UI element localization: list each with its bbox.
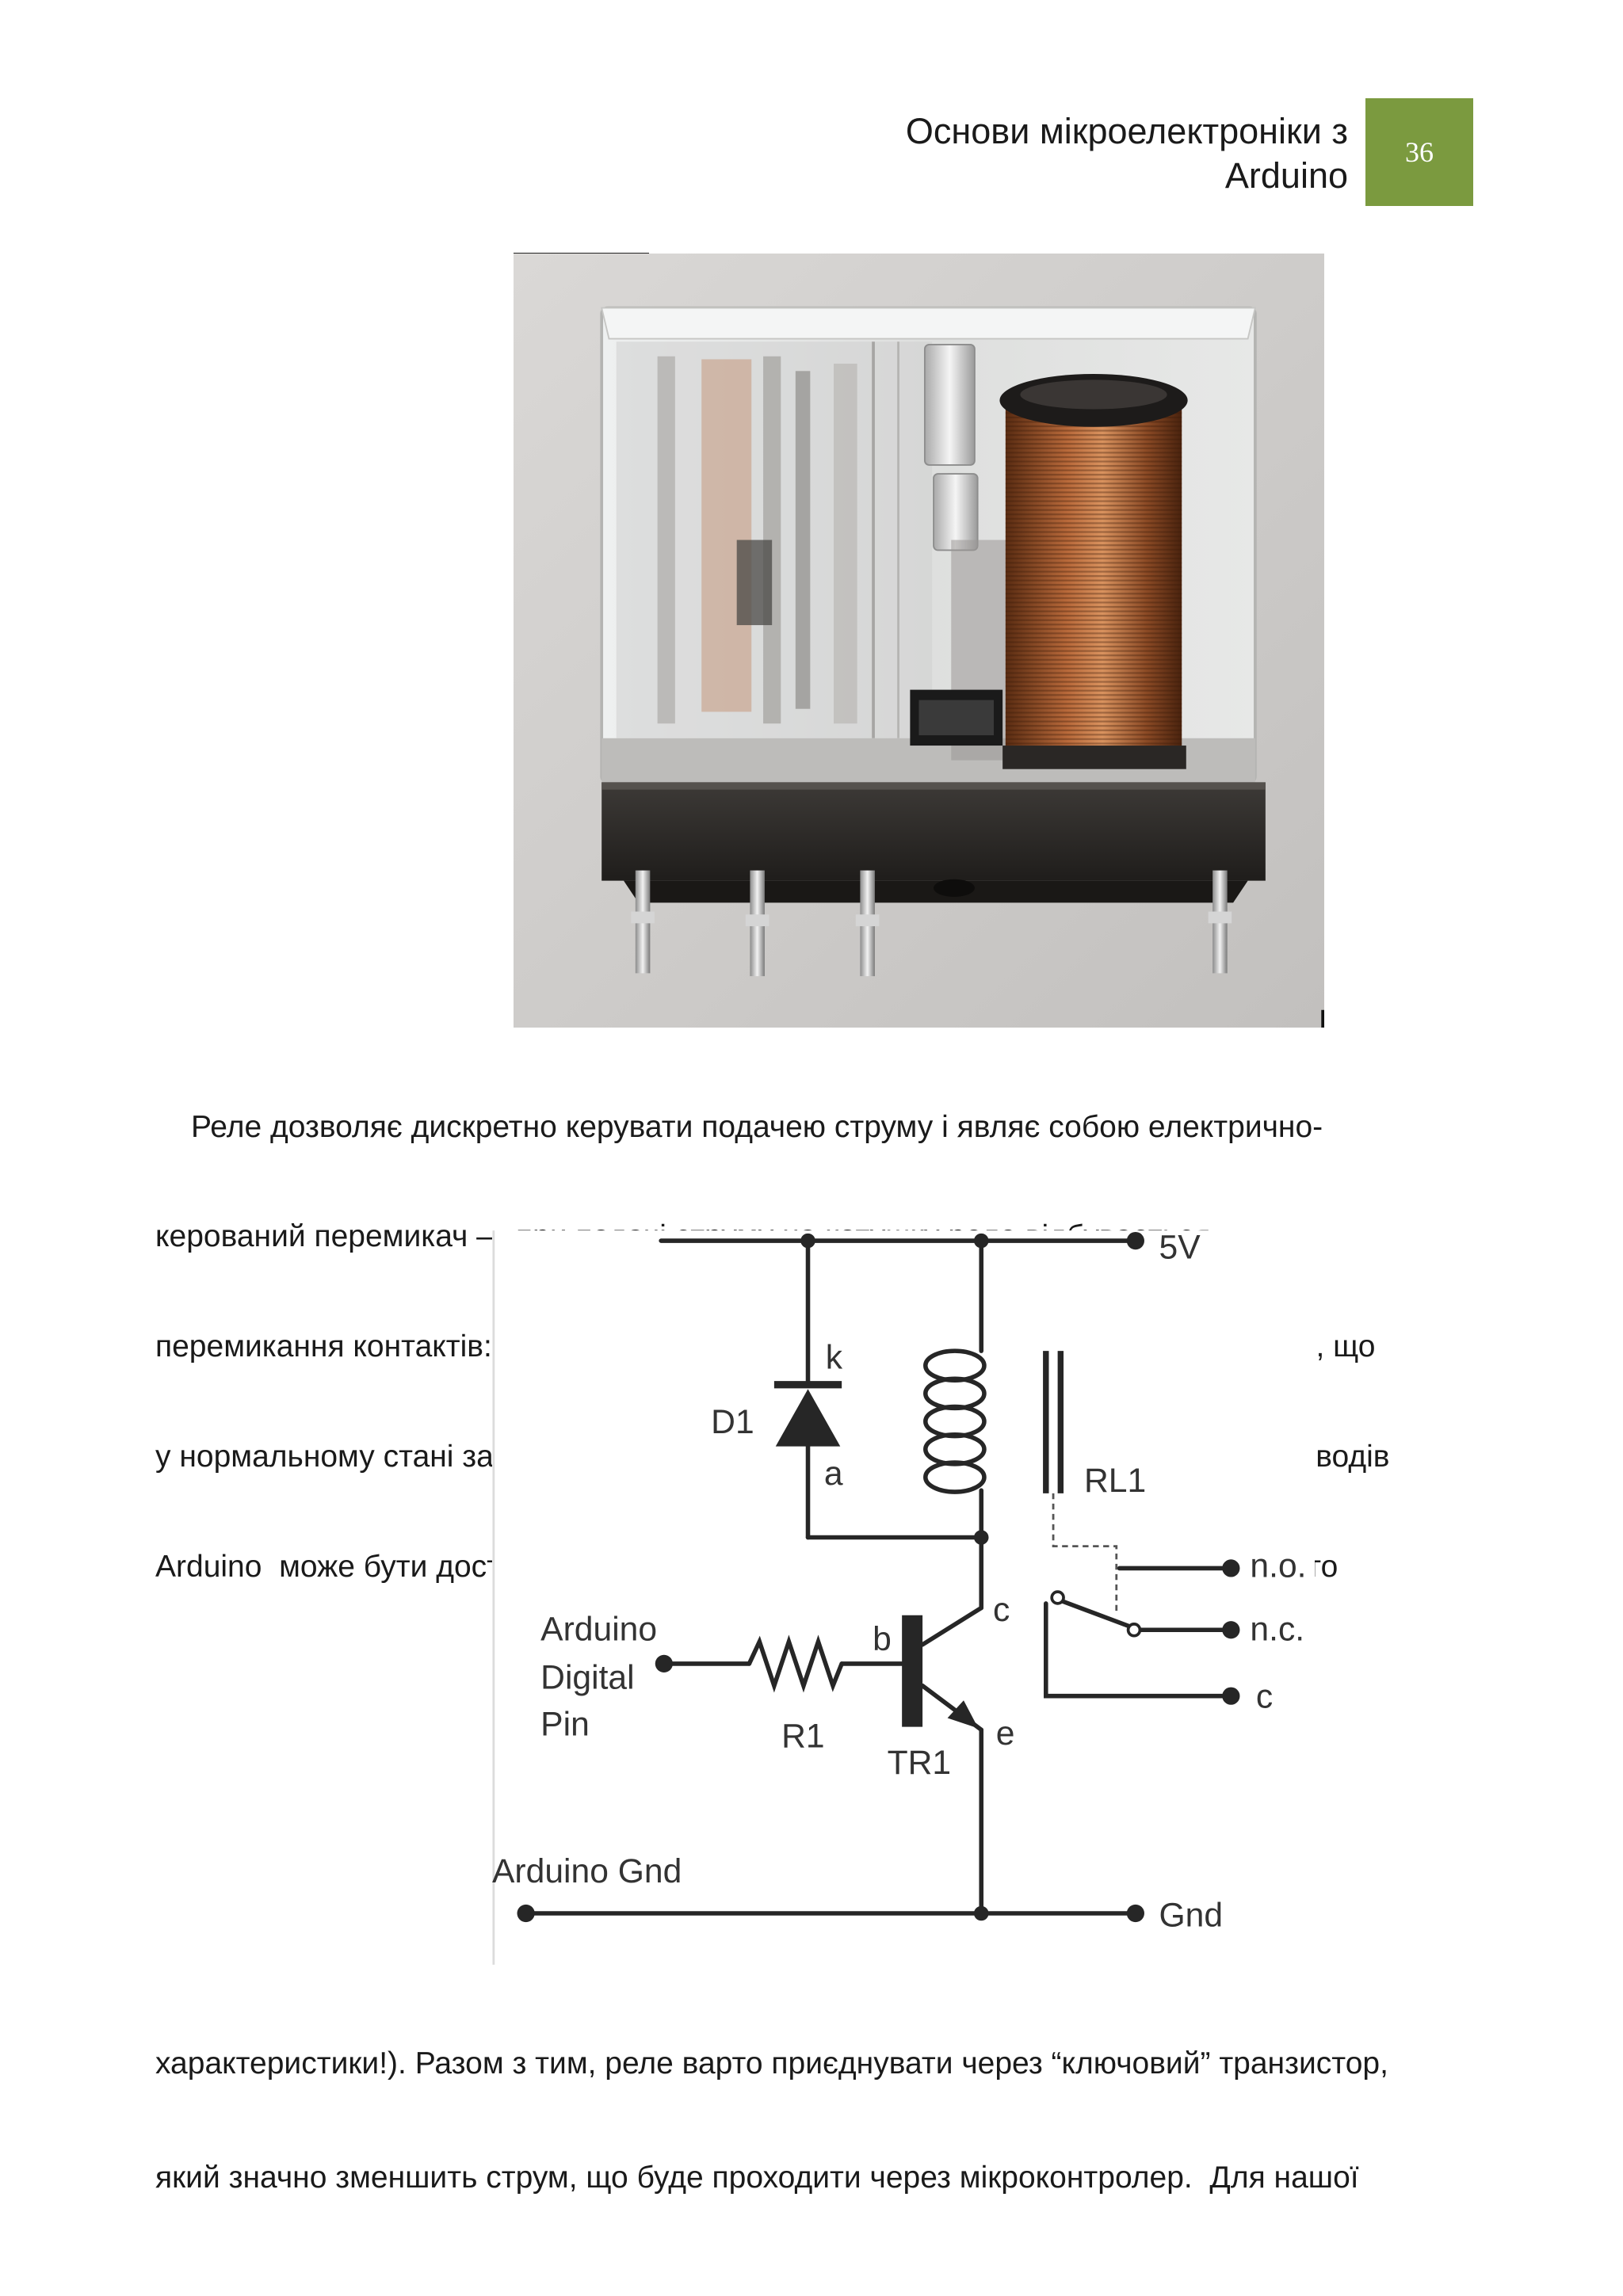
running-header: Основи мікроелектроніки з Arduino — [906, 109, 1348, 198]
label-diode-anode: a — [824, 1455, 843, 1493]
contact-nc-terminal — [1222, 1621, 1240, 1639]
header-title-line2: Arduino — [1224, 155, 1348, 196]
transistor-base-bar — [902, 1615, 923, 1727]
header-title-line1: Основи мікроелектроніки з — [905, 111, 1348, 151]
label-contact-nc: n.c. — [1250, 1610, 1304, 1648]
label-collector: c — [993, 1591, 1010, 1629]
label-transistor-name: TR1 — [888, 1744, 952, 1782]
emitter-arrow — [947, 1700, 979, 1729]
relay-window — [910, 689, 1003, 746]
input-terminal — [655, 1654, 673, 1673]
relay-base — [601, 782, 1266, 903]
relay-coil-symbol — [923, 1348, 987, 1494]
label-resistor-name: R1 — [781, 1718, 825, 1756]
label-relay-name: RL1 — [1084, 1462, 1146, 1500]
label-input-line1: Arduino — [540, 1610, 657, 1648]
label-base: b — [873, 1620, 892, 1658]
label-supply: 5V — [1159, 1230, 1201, 1266]
ground-terminal-right — [1126, 1904, 1144, 1923]
junction-dot — [800, 1233, 815, 1249]
label-contact-common: c — [1256, 1678, 1273, 1716]
diode-symbol — [773, 1381, 842, 1447]
relay-pins — [631, 870, 1232, 977]
paragraph-line: характеристики!). Разом з тим, реле варт… — [155, 2046, 1388, 2081]
label-contact-no: n.o. — [1250, 1547, 1306, 1585]
junction-dot — [973, 1905, 989, 1921]
label-emitter: e — [996, 1714, 1015, 1753]
switch-contact-point — [1126, 1623, 1142, 1638]
junction-dot — [973, 1233, 989, 1249]
ground-terminal-left — [517, 1904, 535, 1923]
label-diode-name: D1 — [711, 1403, 754, 1441]
contact-common-terminal — [1222, 1687, 1240, 1705]
paragraph-line: який значно зменшить струм, що буде прох… — [155, 2161, 1359, 2195]
body-paragraph-2: характеристики!). Разом з тим, реле варт… — [155, 1969, 1388, 2235]
contact-no-terminal — [1222, 1559, 1240, 1577]
relay-linkage — [1052, 1493, 1118, 1615]
label-input-line3: Pin — [540, 1706, 590, 1744]
junction-dot — [973, 1530, 989, 1545]
switch-arm — [1058, 1598, 1134, 1630]
label-diode-cathode: k — [826, 1338, 843, 1376]
paragraph-line: Реле дозволяє дискретно керувати подачею… — [191, 1109, 1323, 1144]
label-ground-left: Arduino Gnd — [492, 1852, 682, 1890]
contact-common-wire — [1044, 1601, 1234, 1699]
supply-terminal — [1126, 1231, 1144, 1250]
relay-photo — [514, 254, 1324, 1028]
relay-coil — [999, 374, 1188, 769]
page-number-box: 36 — [1365, 98, 1473, 206]
resistor-symbol — [747, 1634, 844, 1693]
page-number: 36 — [1405, 136, 1434, 168]
relay-circuit-diagram: 5V k D1 a RL1 n.o. n.c. c Arduino Digita… — [492, 1230, 1315, 1965]
label-ground-right: Gnd — [1159, 1897, 1224, 1935]
label-input-line2: Digital — [540, 1658, 634, 1696]
switch-pivot — [1050, 1590, 1065, 1605]
collector-lead — [920, 1605, 984, 1647]
